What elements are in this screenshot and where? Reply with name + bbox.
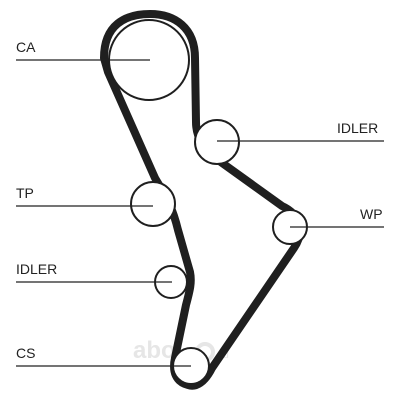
idler-pulley-upper <box>194 119 240 165</box>
label-ca: CA <box>16 39 36 55</box>
label-idler-left: IDLER <box>16 261 57 277</box>
label-cs: CS <box>16 345 35 361</box>
label-idler-right: IDLER <box>337 120 378 136</box>
timing-belt <box>100 10 304 390</box>
watermark-brand: abo <box>133 337 176 364</box>
tensioner-pulley <box>130 181 176 227</box>
label-tp: TP <box>16 185 34 201</box>
label-wp: WP <box>360 206 383 222</box>
